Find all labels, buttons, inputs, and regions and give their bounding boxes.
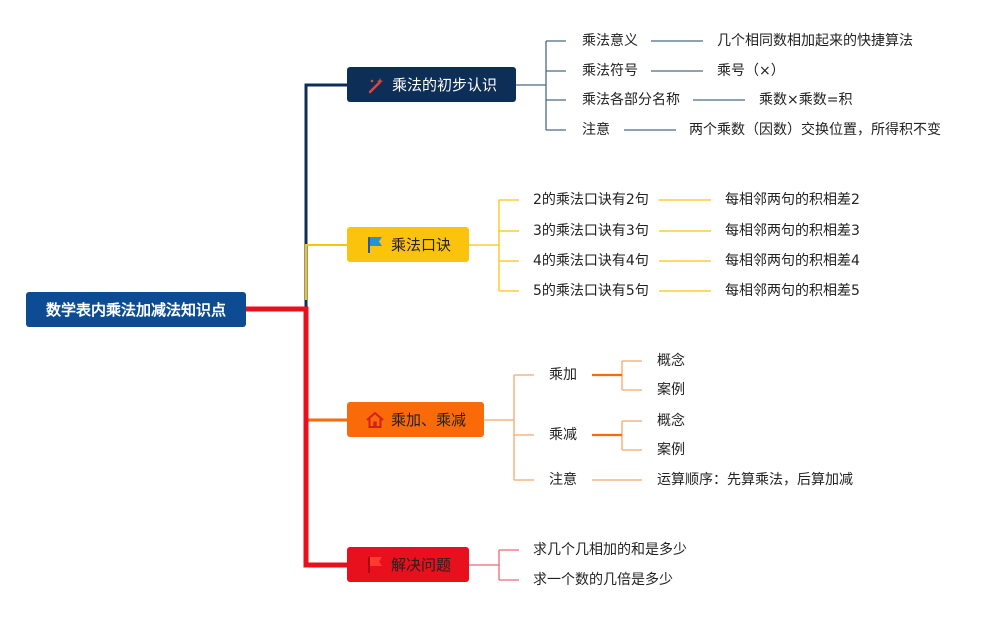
subtopic-cheng-jia[interactable]: 乘加 bbox=[549, 367, 577, 383]
leaf-detail[interactable]: 每相邻两句的积相差3 bbox=[725, 223, 860, 239]
leaf-term[interactable]: 乘法各部分名称 bbox=[582, 92, 680, 108]
leaf-term[interactable]: 注意 bbox=[582, 122, 610, 138]
leaf-detail[interactable]: 几个相同数相加起来的快捷算法 bbox=[717, 33, 913, 49]
leaf-term[interactable]: 5的乘法口诀有5句 bbox=[533, 283, 649, 299]
leaf-detail[interactable]: 运算顺序：先算乘法，后算加减 bbox=[657, 472, 853, 488]
branch-label: 乘法的初步认识 bbox=[391, 76, 497, 94]
flag-icon bbox=[365, 555, 385, 575]
branch-label: 乘加、乘减 bbox=[390, 411, 466, 429]
leaf-term[interactable]: 乘法意义 bbox=[582, 33, 638, 49]
subtopic-cheng-jian[interactable]: 乘减 bbox=[549, 427, 577, 443]
leaf-term[interactable]: 2的乘法口诀有2句 bbox=[533, 192, 649, 208]
leaf-item[interactable]: 求一个数的几倍是多少 bbox=[533, 572, 673, 588]
subtopic-note[interactable]: 注意 bbox=[549, 472, 577, 488]
branch-label: 乘法口诀 bbox=[390, 236, 451, 254]
branch-multiply-add-subtract[interactable]: 乘加、乘减 bbox=[347, 402, 484, 437]
flag-icon bbox=[365, 235, 385, 255]
leaf-example[interactable]: 案例 bbox=[657, 382, 685, 398]
leaf-item[interactable]: 求几个几相加的和是多少 bbox=[533, 542, 687, 558]
leaf-term[interactable]: 乘法符号 bbox=[582, 63, 638, 79]
branch-multiplication-intro[interactable]: 乘法的初步认识 bbox=[347, 67, 516, 102]
branch-label: 解决问题 bbox=[390, 556, 451, 574]
house-icon bbox=[365, 410, 385, 430]
branch-problem-solving[interactable]: 解决问题 bbox=[347, 547, 469, 582]
leaf-detail[interactable]: 每相邻两句的积相差4 bbox=[725, 253, 860, 269]
root-topic[interactable]: 数学表内乘法加减法知识点 bbox=[26, 292, 246, 327]
leaf-concept[interactable]: 概念 bbox=[657, 413, 685, 429]
leaf-detail[interactable]: 每相邻两句的积相差2 bbox=[725, 192, 860, 208]
leaf-term[interactable]: 4的乘法口诀有4句 bbox=[533, 253, 649, 269]
leaf-detail[interactable]: 两个乘数（因数）交换位置，所得积不变 bbox=[689, 122, 941, 138]
leaf-detail[interactable]: 每相邻两句的积相差5 bbox=[725, 283, 860, 299]
branch-multiplication-table[interactable]: 乘法口诀 bbox=[347, 227, 469, 262]
leaf-detail[interactable]: 乘号（×） bbox=[717, 63, 785, 79]
leaf-concept[interactable]: 概念 bbox=[657, 353, 685, 369]
root-topic-label: 数学表内乘法加减法知识点 bbox=[45, 301, 226, 319]
magic-wand-icon bbox=[366, 75, 386, 95]
leaf-detail[interactable]: 乘数×乘数=积 bbox=[759, 92, 853, 108]
leaf-example[interactable]: 案例 bbox=[657, 442, 685, 458]
leaf-term[interactable]: 3的乘法口诀有3句 bbox=[533, 223, 649, 239]
